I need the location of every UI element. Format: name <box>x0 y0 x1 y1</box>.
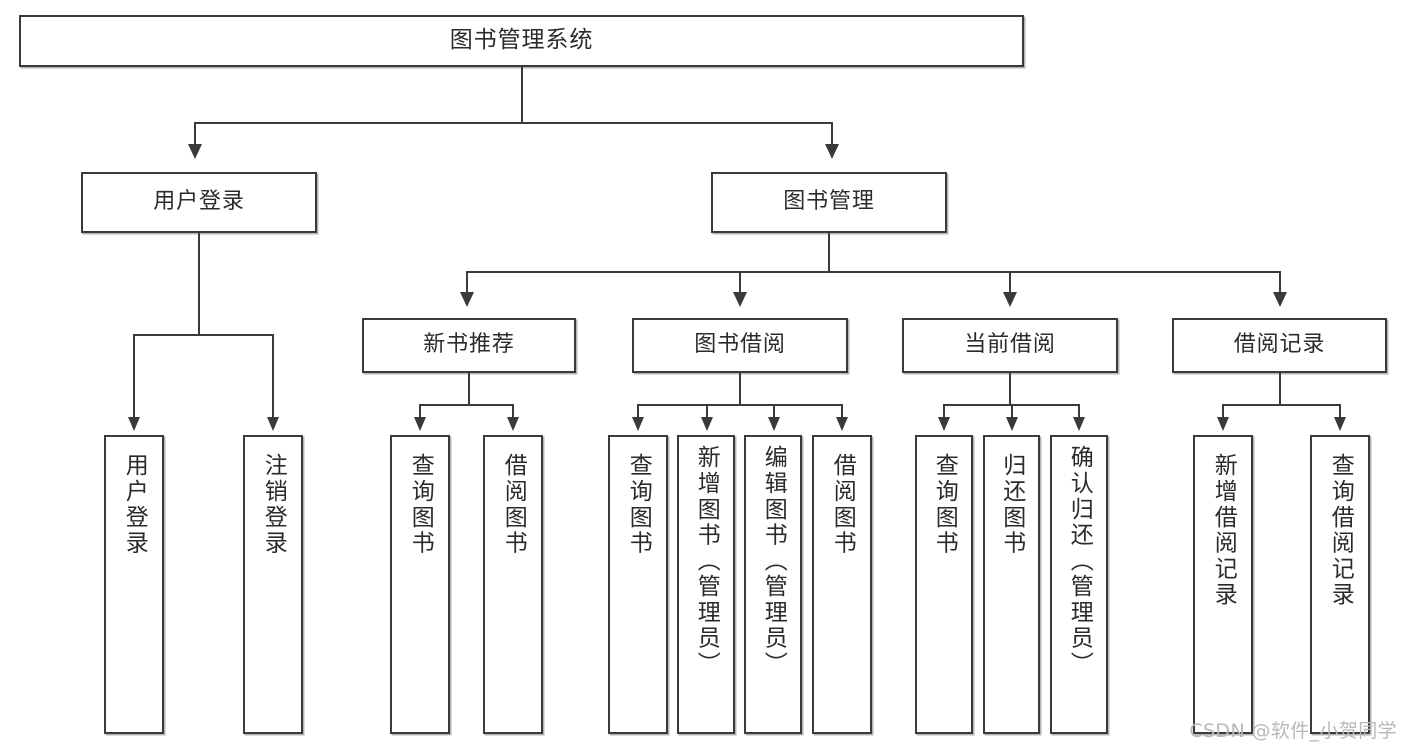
node-label: 归还图书 <box>998 453 1025 557</box>
connector-bm-to-new-book <box>466 271 468 294</box>
connector-user-login-stem <box>198 233 200 336</box>
arrow-newbook-to-leaf-2 <box>507 417 519 431</box>
node-label: 借阅图书 <box>500 453 527 557</box>
arrow-bb-to-leaf-1 <box>632 417 644 431</box>
node-label: 当前借阅 <box>964 332 1056 358</box>
node-label: 用户登录 <box>121 453 148 557</box>
connector-br-to-leaf-1 <box>1222 404 1224 418</box>
node-label: 新书推荐 <box>423 332 515 358</box>
leaf-confirm-return-admin[interactable]: 确认归还（管理员） <box>1050 435 1108 734</box>
leaf-query-book-borrow[interactable]: 查询图书 <box>608 435 668 734</box>
node-label: 新增借阅记录 <box>1210 453 1237 608</box>
connector-borrow-record-bus <box>1222 404 1341 406</box>
node-label: 确认归还（管理员） <box>1066 445 1093 677</box>
node-book-management[interactable]: 图书管理 <box>711 172 947 233</box>
node-user-login[interactable]: 用户登录 <box>81 172 317 233</box>
arrow-newbook-to-leaf-1 <box>414 417 426 431</box>
connector-user-login-to-leaf-2 <box>272 334 274 418</box>
node-label: 图书管理系统 <box>449 27 594 54</box>
connector-cb-to-leaf-3 <box>1078 404 1080 418</box>
node-label: 查询借阅记录 <box>1327 453 1354 608</box>
leaf-logout[interactable]: 注销登录 <box>243 435 303 734</box>
node-label: 用户登录 <box>153 189 245 215</box>
connector-borrow-record-stem <box>1279 373 1281 406</box>
connector-new-book-stem <box>468 373 470 406</box>
connector-root-to-user-login <box>194 122 196 146</box>
connector-book-management-bus <box>466 271 1280 273</box>
connector-root-stem <box>521 67 523 123</box>
arrow-root-to-user-login <box>188 144 202 159</box>
leaf-return-book[interactable]: 归还图书 <box>983 435 1040 734</box>
connector-new-book-bus <box>419 404 514 406</box>
node-label: 查询图书 <box>625 453 652 557</box>
leaf-borrow-book-recommend[interactable]: 借阅图书 <box>483 435 543 734</box>
connector-br-to-leaf-2 <box>1339 404 1341 418</box>
connector-user-login-bus <box>133 334 274 336</box>
arrow-root-to-book-management <box>825 144 839 159</box>
leaf-edit-book-admin[interactable]: 编辑图书（管理员） <box>744 435 802 734</box>
leaf-query-borrow-record[interactable]: 查询借阅记录 <box>1310 435 1370 734</box>
connector-bb-to-leaf-1 <box>637 404 639 418</box>
connector-cb-to-leaf-2 <box>1011 404 1013 418</box>
node-label: 新增图书（管理员） <box>693 445 720 677</box>
connector-cb-to-leaf-1 <box>943 404 945 418</box>
node-label: 借阅图书 <box>829 453 856 557</box>
arrow-user-login-to-leaf-2 <box>267 417 279 431</box>
arrow-user-login-to-leaf-1 <box>128 417 140 431</box>
node-book-borrow[interactable]: 图书借阅 <box>632 318 848 373</box>
node-label: 图书借阅 <box>694 332 786 358</box>
csdn-watermark: CSDN @软件_小贺同学 <box>1189 720 1397 742</box>
connector-bm-to-book-borrow <box>739 271 741 294</box>
leaf-query-book-recommend[interactable]: 查询图书 <box>390 435 450 734</box>
connector-book-borrow-bus <box>637 404 843 406</box>
node-label: 查询图书 <box>931 453 958 557</box>
arrow-bm-to-current-borrow <box>1003 292 1017 307</box>
arrow-bb-to-leaf-3 <box>768 417 780 431</box>
node-label: 编辑图书（管理员） <box>760 445 787 677</box>
arrow-cb-to-leaf-1 <box>938 417 950 431</box>
leaf-borrow-book[interactable]: 借阅图书 <box>812 435 872 734</box>
node-label: 借阅记录 <box>1233 332 1326 358</box>
arrow-bb-to-leaf-2 <box>701 417 713 431</box>
connector-newbook-to-leaf-1 <box>419 404 421 418</box>
connector-user-login-to-leaf-1 <box>133 334 135 418</box>
connector-book-management-stem <box>828 233 830 272</box>
connector-book-borrow-stem <box>739 373 741 406</box>
node-new-book-recommend[interactable]: 新书推荐 <box>362 318 576 373</box>
arrow-cb-to-leaf-2 <box>1006 417 1018 431</box>
arrow-cb-to-leaf-3 <box>1073 417 1085 431</box>
leaf-add-borrow-record[interactable]: 新增借阅记录 <box>1193 435 1253 734</box>
node-root-library-management-system[interactable]: 图书管理系统 <box>19 15 1024 67</box>
node-label: 查询图书 <box>407 453 434 557</box>
leaf-add-book-admin[interactable]: 新增图书（管理员） <box>677 435 735 734</box>
connector-bb-to-leaf-2 <box>706 404 708 418</box>
arrow-bm-to-borrow-record <box>1273 292 1287 307</box>
leaf-user-login[interactable]: 用户登录 <box>104 435 164 734</box>
arrow-br-to-leaf-2 <box>1334 417 1346 431</box>
connector-bm-to-borrow-record <box>1279 271 1281 294</box>
arrow-br-to-leaf-1 <box>1217 417 1229 431</box>
node-borrow-record[interactable]: 借阅记录 <box>1172 318 1387 373</box>
connector-bm-to-current-borrow <box>1009 271 1011 294</box>
connector-bb-to-leaf-3 <box>773 404 775 418</box>
node-label: 图书管理 <box>783 189 875 215</box>
arrow-bm-to-new-book <box>460 292 474 307</box>
connector-root-to-book-management <box>831 122 833 146</box>
connector-newbook-to-leaf-2 <box>512 404 514 418</box>
connector-root-bus <box>194 122 832 124</box>
leaf-query-book-current[interactable]: 查询图书 <box>915 435 973 734</box>
arrow-bb-to-leaf-4 <box>836 417 848 431</box>
arrow-bm-to-book-borrow <box>733 292 747 307</box>
connector-bb-to-leaf-4 <box>841 404 843 418</box>
node-current-borrow[interactable]: 当前借阅 <box>902 318 1118 373</box>
node-label: 注销登录 <box>260 453 287 557</box>
connector-current-borrow-stem <box>1009 373 1011 406</box>
